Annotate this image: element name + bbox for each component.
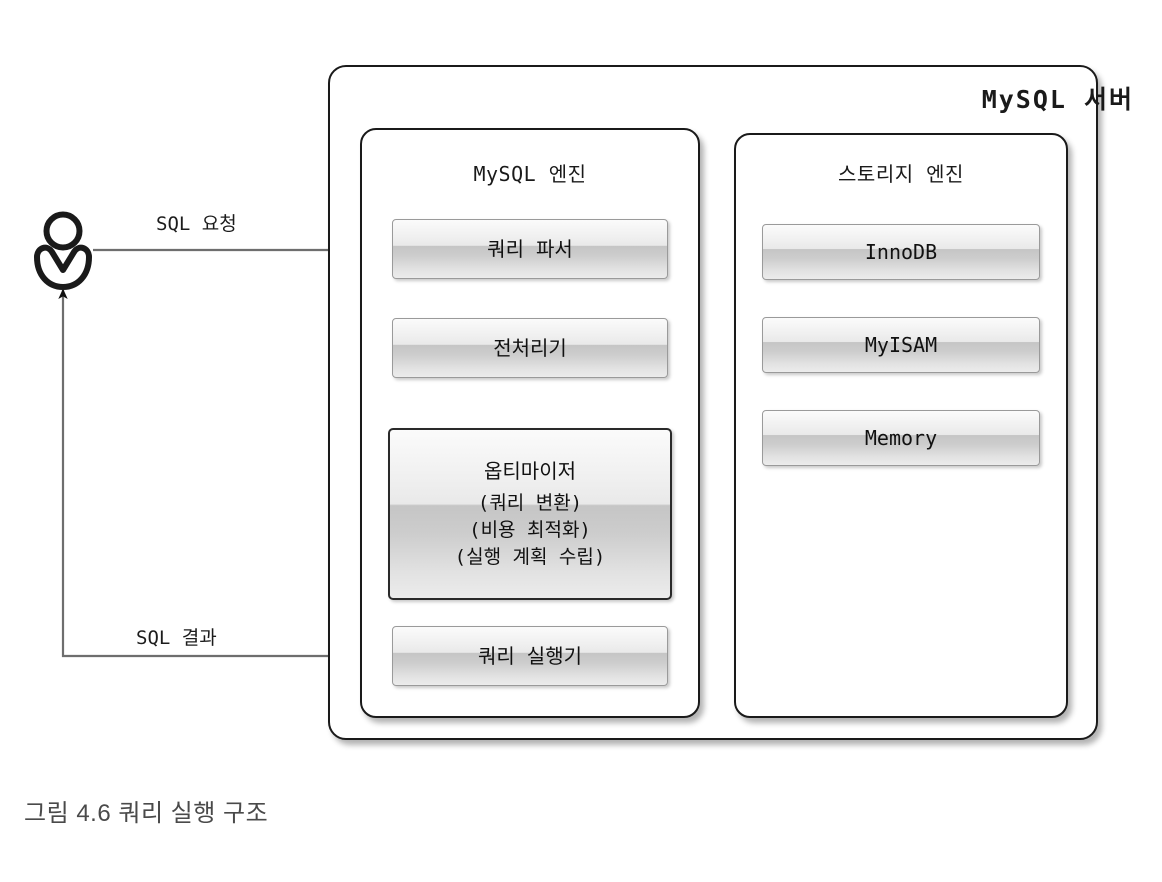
component-myisam-label: MyISAM	[864, 332, 938, 357]
component-innodb[interactable]: InnoDB	[762, 224, 1040, 280]
mysql-engine-title: MySQL 엔진	[473, 162, 587, 186]
storage-engine-title: 스토리지 엔진	[838, 162, 964, 186]
component-query-parser-label: 쿼리 파서	[487, 236, 573, 261]
component-optimizer-detail-cost-optimization: (비용 최적화)	[469, 518, 591, 541]
component-query-executor[interactable]: 쿼리 실행기	[392, 626, 668, 686]
edge-label-sql-result: SQL 결과	[136, 627, 217, 649]
component-innodb-label: InnoDB	[864, 239, 938, 264]
component-preprocessor[interactable]: 전처리기	[392, 318, 668, 378]
component-memory[interactable]: Memory	[762, 410, 1040, 466]
edge-label-sql-request: SQL 요청	[156, 213, 237, 235]
component-optimizer-detail-query-transform: (쿼리 변환)	[477, 491, 583, 514]
component-query-executor-label: 쿼리 실행기	[477, 643, 583, 668]
component-optimizer[interactable]: 옵티마이저 (쿼리 변환) (비용 최적화) (실행 계획 수립)	[388, 428, 672, 600]
component-optimizer-label: 옵티마이저	[484, 459, 576, 484]
component-query-parser[interactable]: 쿼리 파서	[392, 219, 668, 279]
component-optimizer-detail-execution-plan: (실행 계획 수립)	[454, 545, 606, 568]
mysql-server-title: MySQL 서버	[981, 85, 1134, 114]
component-myisam[interactable]: MyISAM	[762, 317, 1040, 373]
user-icon	[34, 211, 92, 290]
component-preprocessor-label: 전처리기	[493, 335, 567, 360]
figure-caption: 그림 4.6 쿼리 실행 구조	[24, 800, 269, 827]
component-memory-label: Memory	[864, 425, 938, 450]
